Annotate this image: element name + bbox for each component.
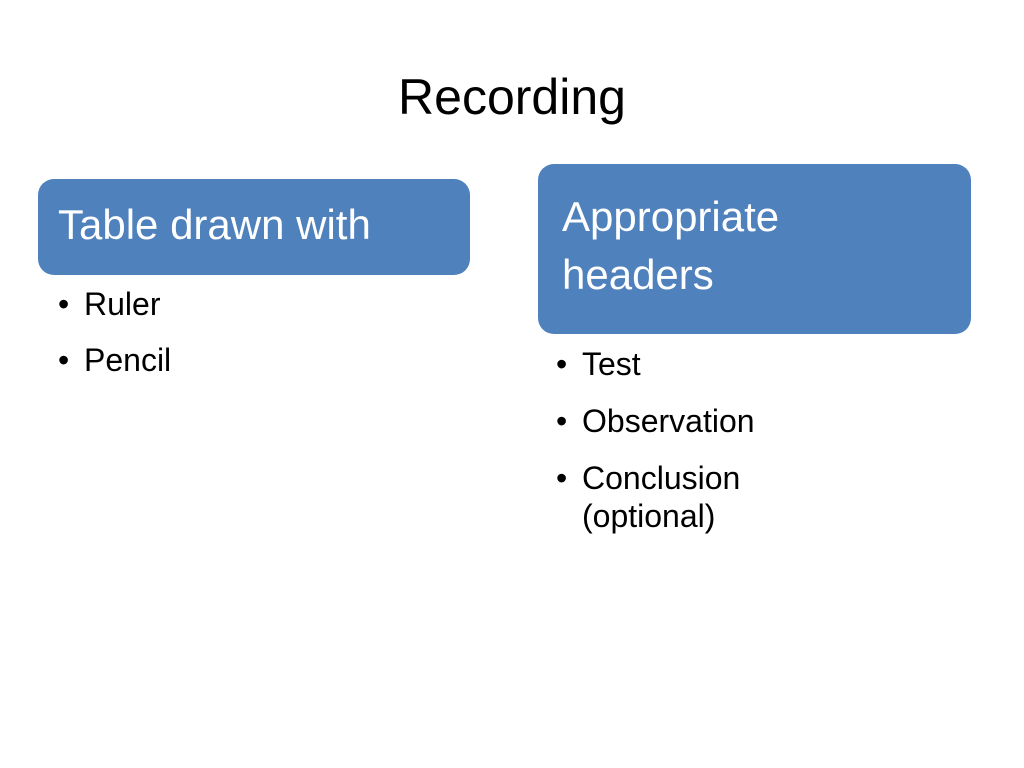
right-bullet-list: • Test • Observation • Conclusion (optio… xyxy=(556,345,956,554)
bullet-text: Pencil xyxy=(84,342,172,378)
right-box-header-line2: headers xyxy=(562,251,714,298)
bullet-text-continuation: (optional) xyxy=(582,498,716,534)
list-item: • Ruler xyxy=(58,285,458,323)
bullet-text: Test xyxy=(582,346,641,382)
list-item: • Test xyxy=(556,345,956,383)
list-item: • Conclusion (optional) xyxy=(556,459,956,535)
bullet-icon: • xyxy=(58,342,70,378)
bullet-text: Ruler xyxy=(84,286,161,322)
list-item: • Observation xyxy=(556,402,956,440)
bullet-text: Observation xyxy=(582,403,755,439)
right-box-header-line1: Appropriate xyxy=(562,193,780,240)
left-box-header-text: Table drawn with xyxy=(58,201,371,248)
slide-title: Recording xyxy=(398,69,626,125)
bullet-icon: • xyxy=(556,346,568,382)
bullet-text: Conclusion xyxy=(582,460,741,496)
appropriate-headers-header-box: Appropriate headers xyxy=(538,164,971,334)
table-drawn-with-header-box: Table drawn with xyxy=(38,179,470,275)
list-item: • Pencil xyxy=(58,341,458,379)
bullet-icon: • xyxy=(556,460,568,496)
left-bullet-list: • Ruler • Pencil xyxy=(58,285,458,397)
bullet-icon: • xyxy=(556,403,568,439)
bullet-icon: • xyxy=(58,286,70,322)
